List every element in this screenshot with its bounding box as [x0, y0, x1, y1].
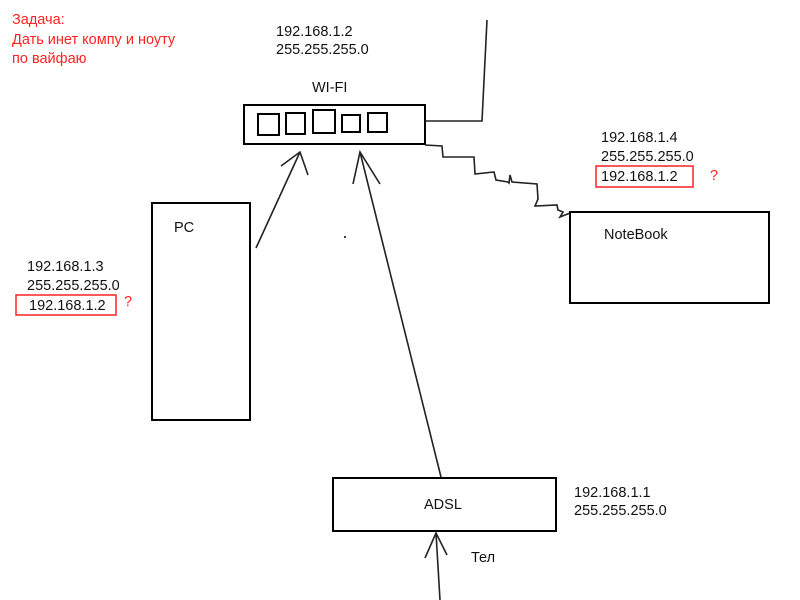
router-ip: 192.168.1.2	[276, 24, 353, 40]
router-port	[367, 112, 388, 133]
adsl-modem: ADSL 192.168.1.1 255.255.255.0	[332, 477, 667, 532]
router-port	[312, 109, 336, 134]
phone-line-label: Тел	[471, 550, 495, 566]
router-label: WI-FI	[312, 80, 347, 96]
wifi-link-notebook	[424, 144, 571, 219]
pc-mask: 255.255.255.0	[27, 278, 120, 294]
notebook-gateway-highlight	[595, 165, 694, 188]
pc-gateway: 192.168.1.2	[29, 298, 106, 314]
adsl-ip: 192.168.1.1	[574, 485, 651, 501]
notebook: NoteBook 192.168.1.4 255.255.255.0 192.1…	[569, 130, 770, 304]
pc-box	[151, 202, 251, 421]
adsl-arrow	[352, 149, 442, 478]
antenna-cable	[425, 19, 488, 122]
task-line: по вайфаю	[12, 51, 87, 67]
pc-ip: 192.168.1.3	[27, 259, 104, 275]
router-mask: 255.255.255.0	[276, 42, 369, 58]
notebook-ip: 192.168.1.4	[601, 130, 678, 146]
task-line: Дать инет компу и ноуту	[12, 32, 176, 48]
adsl-label: ADSL	[424, 497, 462, 513]
router-box	[243, 104, 426, 145]
pc-question-mark: ?	[124, 294, 132, 310]
notebook-box	[569, 211, 770, 304]
notebook-gateway: 192.168.1.2	[601, 169, 678, 185]
task-title: Задача:	[12, 12, 65, 28]
notebook-question-mark: ?	[710, 168, 718, 184]
pc-label: PC	[174, 220, 194, 236]
router-port	[285, 112, 306, 135]
pc-gateway-highlight	[15, 294, 117, 316]
phone-line-arrow	[424, 531, 448, 600]
router: 192.168.1.2 255.255.255.0 WI-FI	[243, 19, 488, 145]
pc: PC 192.168.1.3 255.255.255.0 192.168.1.2…	[15, 202, 251, 421]
pc-arrow	[255, 150, 309, 249]
adsl-mask: 255.255.255.0	[574, 503, 667, 519]
notebook-mask: 255.255.255.0	[601, 149, 694, 165]
router-port	[341, 114, 361, 133]
adsl-box	[332, 477, 557, 532]
stray-dot	[344, 236, 346, 238]
task-note: Задача: Дать инет компу и ноуту по вайфа…	[12, 12, 176, 67]
notebook-label: NoteBook	[604, 227, 668, 243]
router-port	[257, 113, 280, 136]
